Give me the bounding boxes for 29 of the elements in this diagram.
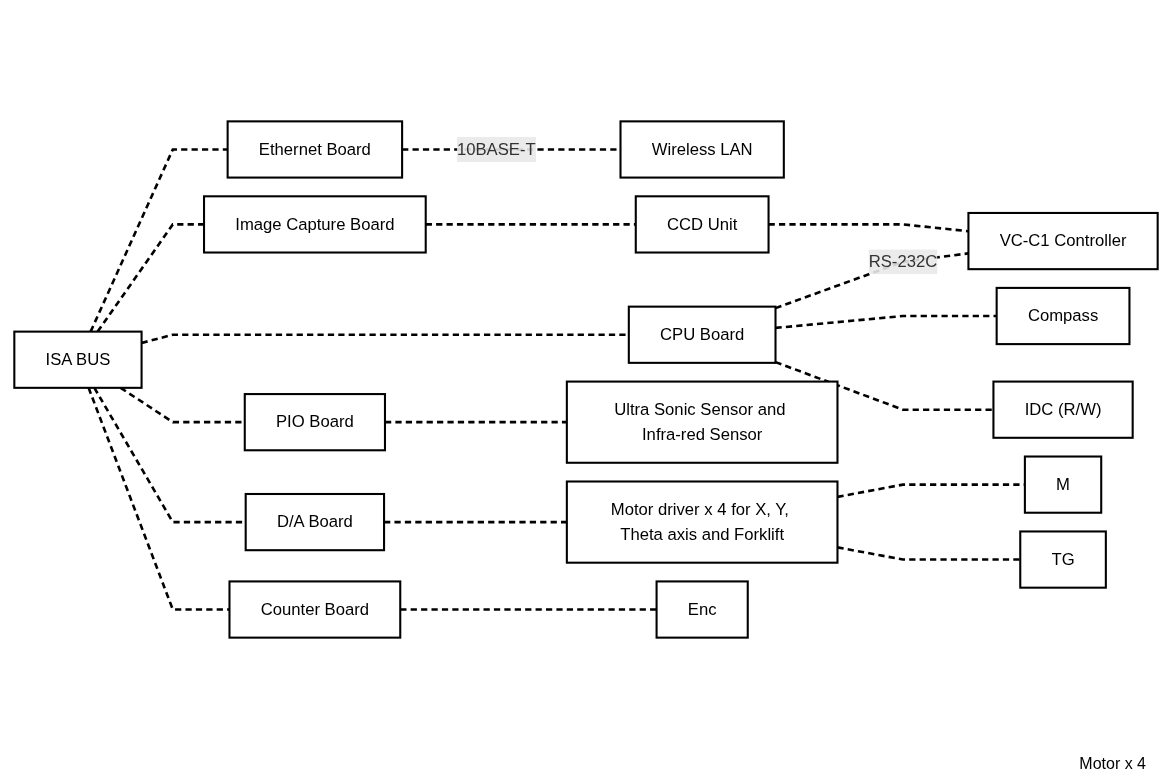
node-box: Enc xyxy=(655,580,749,639)
node-box: CCD Unit xyxy=(634,195,770,254)
node-box: Wireless LAN xyxy=(619,120,785,179)
node-box: IDC (R/W) xyxy=(992,380,1134,439)
node-box: ISA BUS xyxy=(13,330,143,389)
node-box: M xyxy=(1023,455,1103,514)
node-box: Motor driver x 4 for X, Y, Theta axis and Forklift xyxy=(565,480,839,564)
connector xyxy=(384,520,567,524)
connector xyxy=(768,223,969,233)
connector xyxy=(775,360,994,411)
connector xyxy=(87,387,230,611)
node-box: Ethernet Board xyxy=(226,120,404,179)
node-box: PIO Board xyxy=(243,393,386,452)
text-label: Motor x 4 xyxy=(1079,755,1146,773)
node-box: Counter Board xyxy=(228,580,402,639)
node-box: Image Capture Board xyxy=(203,195,427,254)
connector xyxy=(384,420,567,424)
node-box: D/A Board xyxy=(244,492,386,552)
node-box: Ultra Sonic Sensor and Infra-red Sensor xyxy=(565,380,839,464)
node-box: Compass xyxy=(995,286,1131,346)
connector xyxy=(837,546,1021,561)
node-box: TG xyxy=(1019,530,1107,589)
connector xyxy=(141,333,629,345)
edge-label: RS-232C xyxy=(868,252,938,271)
connector xyxy=(400,608,657,611)
node-box: VC-C1 Controller xyxy=(967,211,1159,271)
connector xyxy=(775,314,997,330)
edge-label: 10BASE-T xyxy=(456,140,536,158)
node-box: CPU Board xyxy=(627,305,777,364)
